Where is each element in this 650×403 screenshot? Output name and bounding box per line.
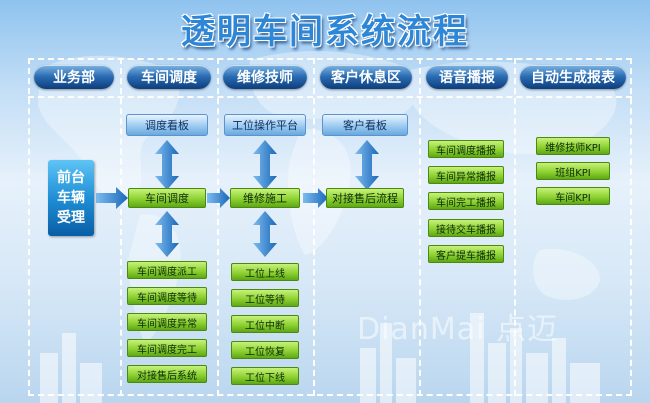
arrow-right-icon	[207, 188, 230, 208]
dispatch-main-box: 车间调度	[128, 188, 206, 208]
double-arrow-icon	[355, 140, 379, 190]
dispatch-step-box: 车间调度完工	[127, 339, 207, 357]
dispatch-step-box: 车间调度等待	[127, 287, 207, 305]
page-title: 透明车间系统流程	[181, 12, 469, 52]
repair-main-box: 维修施工	[230, 188, 300, 208]
front-desk-line: 受理	[57, 210, 85, 226]
voice-broadcast-box: 车间调度播报	[428, 140, 504, 158]
lane-divider	[217, 58, 219, 396]
header-divider	[28, 96, 632, 98]
voice-broadcast-box: 车间完工播报	[428, 192, 504, 210]
dispatch-step-box: 车间调度异常	[127, 313, 207, 331]
city-skyline-background	[40, 313, 600, 403]
arrow-right-icon	[303, 188, 328, 208]
workstation-board-box: 工位操作平台	[224, 114, 306, 136]
kpi-report-box: 车间KPI	[536, 187, 610, 205]
lane-header-dispatch: 车间调度	[127, 65, 211, 89]
lane-divider	[313, 58, 315, 396]
double-arrow-icon	[155, 211, 179, 257]
diagram-frame	[28, 58, 632, 396]
lane-header-sales: 业务部	[34, 65, 114, 89]
dispatch-step-box: 对接售后系统	[127, 365, 207, 383]
voice-broadcast-box: 车间异常播报	[428, 166, 504, 184]
dispatch-board-box: 调度看板	[126, 114, 208, 136]
double-arrow-icon	[155, 140, 179, 190]
lane-divider	[120, 58, 122, 396]
front-desk-line: 车辆	[57, 190, 85, 206]
double-arrow-icon	[253, 211, 277, 257]
kpi-report-box: 维修技师KPI	[536, 137, 610, 155]
lane-header-reports: 自动生成报表	[520, 65, 626, 89]
customer-board-box: 客户看板	[322, 114, 408, 136]
double-arrow-icon	[253, 140, 277, 190]
workstation-step-box: 工位上线	[231, 263, 299, 281]
front-desk-box: 前台 车辆 受理	[48, 160, 94, 236]
workstation-step-box: 工位等待	[231, 289, 299, 307]
watermark-text: DianMai 点迈	[357, 312, 558, 347]
lane-divider	[514, 58, 516, 396]
lane-header-voice: 语音播报	[426, 65, 508, 89]
arrow-right-icon	[96, 187, 128, 209]
kpi-report-box: 班组KPI	[536, 162, 610, 180]
workstation-step-box: 工位恢复	[231, 341, 299, 359]
after-sales-flow-box: 对接售后流程	[326, 188, 404, 208]
front-desk-line: 前台	[57, 170, 85, 186]
dispatch-step-box: 车间调度派工	[127, 261, 207, 279]
workstation-step-box: 工位下线	[231, 367, 299, 385]
voice-broadcast-box: 接待交车播报	[428, 219, 504, 237]
lane-header-lounge: 客户休息区	[320, 65, 412, 89]
workstation-step-box: 工位中断	[231, 315, 299, 333]
lane-divider	[419, 58, 421, 396]
lane-header-technician: 维修技师	[223, 65, 307, 89]
voice-broadcast-box: 客户提车播报	[428, 245, 504, 263]
